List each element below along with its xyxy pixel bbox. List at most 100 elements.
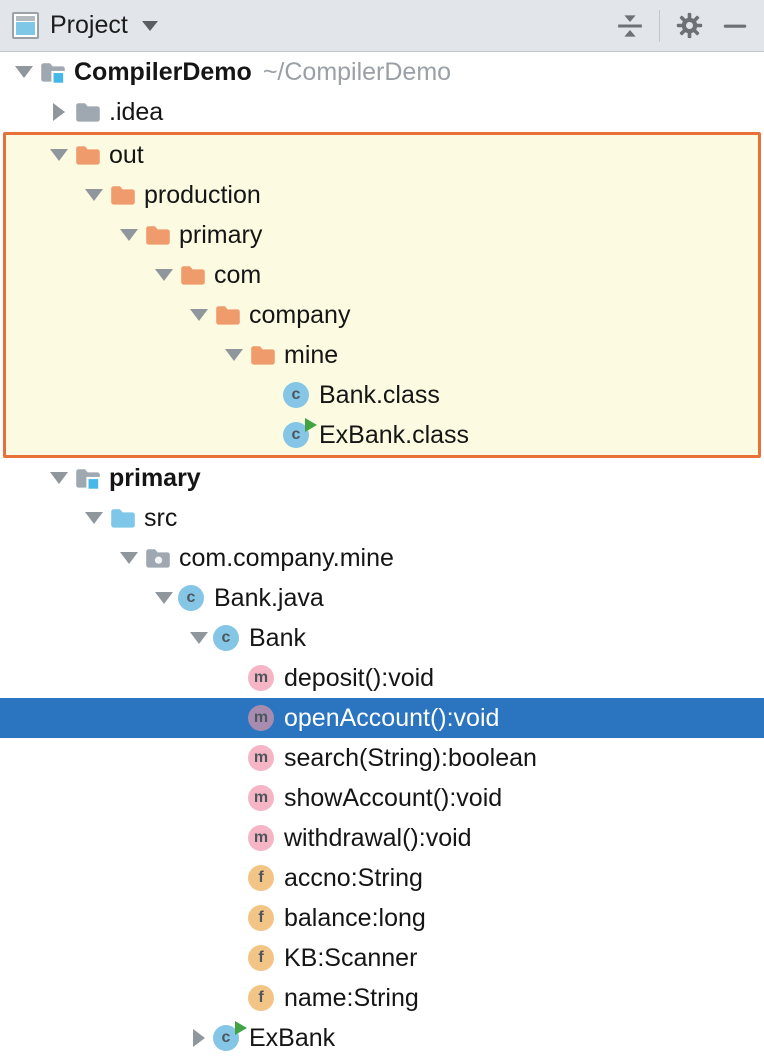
tree-row-com-company-mine[interactable]: com.company.mine: [0, 538, 764, 578]
indent-spacer: [0, 938, 220, 978]
tree-item-label: CompilerDemo: [74, 57, 252, 86]
collapse-node-icon[interactable]: [80, 498, 108, 538]
tree-item-label: com: [214, 260, 262, 289]
tree-item-label: production: [144, 180, 261, 209]
tree-item-label: openAccount():void: [284, 703, 500, 732]
tree-item-path: ~/CompilerDemo: [262, 57, 452, 86]
toolbar-actions: [613, 9, 752, 43]
method-icon: m: [248, 818, 282, 858]
tree-item-label: Bank: [249, 623, 306, 652]
arrow-slot: [255, 375, 283, 415]
collapse-node-icon[interactable]: [185, 295, 213, 335]
indent-spacer: [0, 255, 150, 295]
collapse-node-icon[interactable]: [80, 175, 108, 215]
class-icon: c: [213, 618, 247, 658]
collapse-node-icon[interactable]: [150, 578, 178, 618]
tree-row-out[interactable]: out: [0, 135, 758, 175]
package-icon: [143, 538, 177, 578]
run-arrow-icon: [305, 418, 317, 432]
indent-spacer: [0, 175, 80, 215]
indent-spacer: [0, 818, 220, 858]
collapse-node-icon[interactable]: [185, 618, 213, 658]
settings-button[interactable]: [672, 9, 706, 43]
class-icon: c: [178, 578, 212, 618]
tree-row-primary-module[interactable]: primary: [0, 458, 764, 498]
tree-row-src[interactable]: src: [0, 498, 764, 538]
hide-tool-window-button[interactable]: [718, 9, 752, 43]
indent-spacer: [0, 135, 45, 175]
tree-row-compilerdemo[interactable]: CompilerDemo ~/CompilerDemo: [0, 52, 764, 92]
collapse-node-icon[interactable]: [10, 52, 38, 92]
tree-row-primary-out[interactable]: primary: [0, 215, 758, 255]
indent-spacer: [0, 978, 220, 1018]
arrow-slot: [220, 658, 248, 698]
field-icon: f: [248, 858, 282, 898]
indent-spacer: [0, 698, 220, 738]
tree-row-mine[interactable]: mine: [0, 335, 758, 375]
arrow-slot: [220, 698, 248, 738]
tree-row-company[interactable]: company: [0, 295, 758, 335]
module-folder-icon: [38, 52, 72, 92]
tree-row-idea[interactable]: .idea: [0, 92, 764, 132]
arrow-slot: [220, 818, 248, 858]
collapse-node-icon[interactable]: [115, 538, 143, 578]
indent-spacer: [0, 458, 45, 498]
collapse-node-icon[interactable]: [220, 335, 248, 375]
collapse-node-icon[interactable]: [115, 215, 143, 255]
arrow-slot: [220, 938, 248, 978]
tree-item-label: accno:String: [284, 863, 423, 892]
tree-row-production[interactable]: production: [0, 175, 758, 215]
tree-item-label: Bank.class: [319, 380, 440, 409]
tree-row-com[interactable]: com: [0, 255, 758, 295]
source-folder-icon: [108, 498, 142, 538]
indent-spacer: [0, 498, 80, 538]
project-tool-window-selector[interactable]: Project: [12, 11, 158, 40]
field-icon: f: [248, 898, 282, 938]
method-icon: m: [248, 658, 282, 698]
tree-item-label: name:String: [284, 983, 419, 1012]
method-icon: m: [248, 738, 282, 778]
expand-node-icon[interactable]: [45, 92, 73, 132]
excluded-folder-icon: [213, 295, 247, 335]
indent-spacer: [0, 295, 185, 335]
tree-item-label: primary: [179, 220, 263, 249]
collapse-all-button[interactable]: [613, 9, 647, 43]
indent-spacer: [0, 738, 220, 778]
arrow-slot: [220, 778, 248, 818]
tree-item-label: deposit():void: [284, 663, 435, 692]
runnable-class-icon: c: [283, 415, 317, 455]
tree-item-label: withdrawal():void: [284, 823, 472, 852]
class-icon: c: [283, 375, 317, 415]
project-toolbar: Project: [0, 0, 764, 52]
method-icon: m: [248, 698, 282, 738]
run-arrow-icon: [235, 1021, 247, 1035]
collapse-all-icon: [618, 14, 642, 37]
collapse-node-icon[interactable]: [150, 255, 178, 295]
arrow-slot: [220, 858, 248, 898]
collapse-node-icon[interactable]: [45, 458, 73, 498]
tree-item-label: ExBank: [249, 1023, 336, 1052]
indent-spacer: [0, 215, 115, 255]
expand-node-icon[interactable]: [185, 1018, 213, 1058]
excluded-folder-icon: [108, 175, 142, 215]
tool-window-title: Project: [50, 11, 128, 39]
folder-icon: [73, 92, 107, 132]
chevron-down-icon: [141, 20, 158, 31]
collapse-node-icon[interactable]: [45, 135, 73, 175]
indent-spacer: [0, 858, 220, 898]
